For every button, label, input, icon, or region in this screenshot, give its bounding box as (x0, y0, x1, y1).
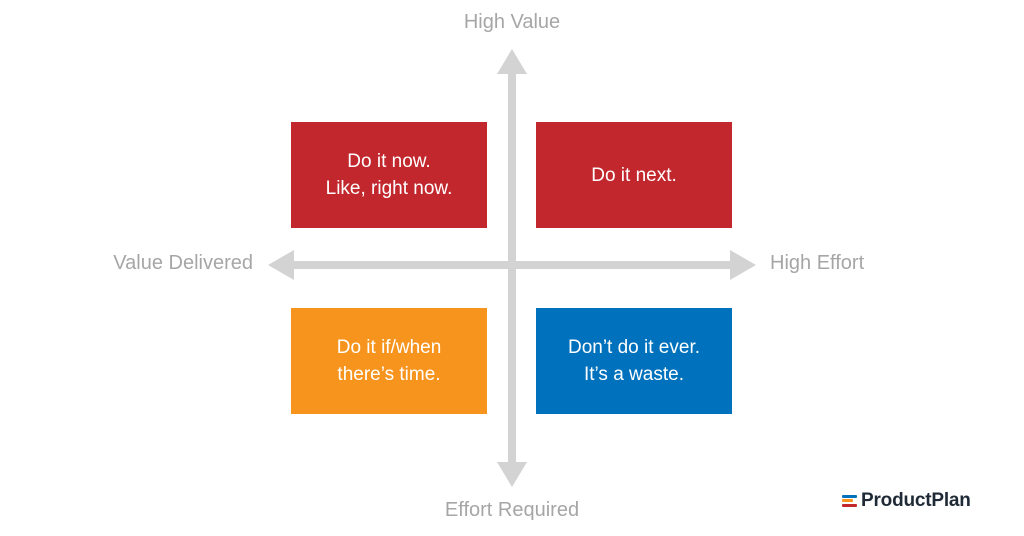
brand-logo: ProductPlan (842, 491, 971, 510)
quadrant-do-it-next: Do it next. (536, 122, 732, 228)
axis-label-effort-required: Effort Required (444, 499, 580, 521)
quadrant-text-line: Do it if/when (336, 337, 442, 358)
arrow-up-icon (497, 49, 527, 74)
arrow-down-icon (497, 462, 527, 487)
quadrant-text-line: It’s a waste. (584, 364, 684, 385)
quadrant-do-it-now: Do it now. Like, right now. (291, 122, 487, 228)
quadrant-text-line: Do it now. (347, 151, 431, 172)
axis-label-value-delivered: Value Delivered (113, 252, 253, 274)
axis-label-high-effort: High Effort (770, 252, 865, 274)
horizontal-axis-line (292, 261, 732, 269)
quadrant-text-line: Like, right now. (325, 178, 453, 199)
axis-label-high-value: High Value (463, 11, 561, 33)
quadrant-text-line: Do it next. (591, 164, 677, 186)
arrow-right-icon (730, 250, 756, 280)
quadrant-dont-do-it: Don’t do it ever. It’s a waste. (536, 308, 732, 414)
productplan-logo-icon (842, 494, 858, 508)
brand-name: ProductPlan (861, 490, 971, 511)
arrow-left-icon (268, 250, 294, 280)
quadrant-text-line: Don’t do it ever. (567, 337, 701, 358)
quadrant-do-it-if-time: Do it if/when there’s time. (291, 308, 487, 414)
quadrant-text-line: there’s time. (337, 364, 441, 385)
